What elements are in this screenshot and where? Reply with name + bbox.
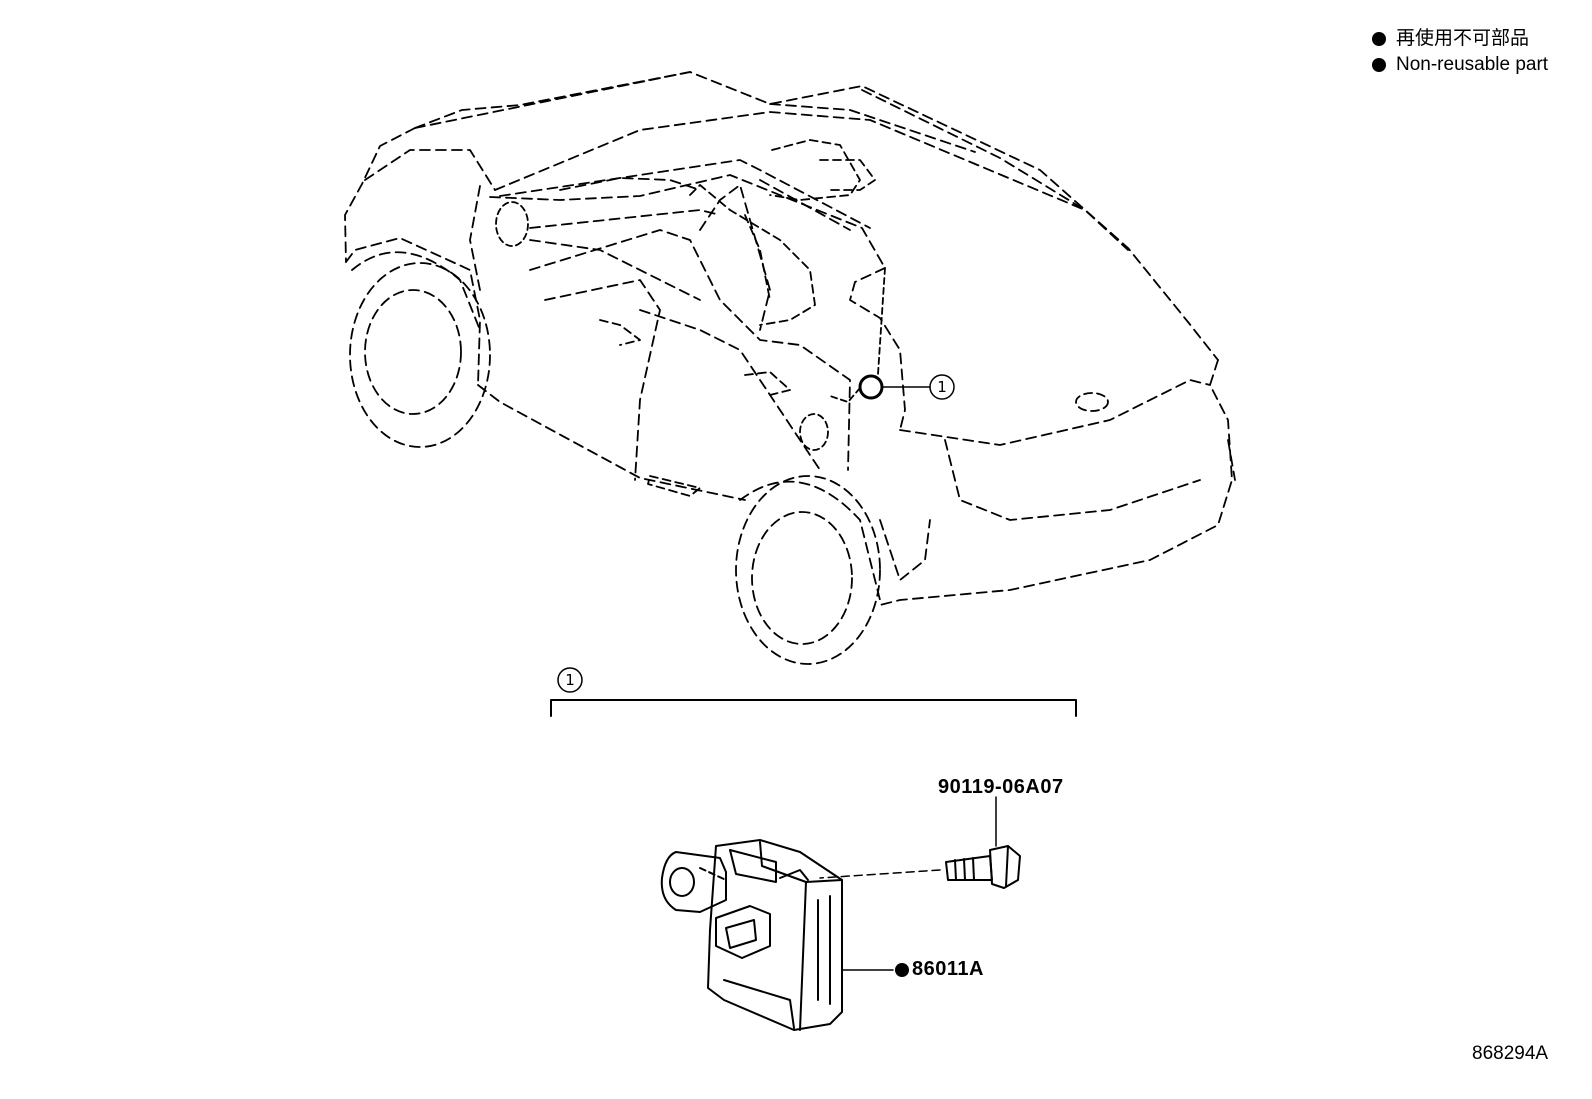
bolt-drawing: [945, 845, 1021, 889]
location-marker: [858, 374, 884, 400]
diagram-id: 868294A: [1472, 1043, 1549, 1064]
module-drawing: [660, 839, 843, 1031]
vehicle-outline: [344, 71, 1236, 665]
legend-text-japanese: 再使用不可部品: [1396, 28, 1530, 49]
filled-circle-icon: [1372, 32, 1386, 46]
legend-text-english: Non-reusable part: [1396, 54, 1549, 75]
callout-number-group: 1: [565, 671, 575, 689]
legend: 再使用不可部品 Non-reusable part: [1372, 26, 1548, 78]
non-reusable-marker: [895, 963, 909, 977]
callout-circle-location: [929, 374, 955, 400]
group-bracket: [550, 699, 1077, 717]
legend-row-english: Non-reusable part: [1372, 52, 1548, 78]
callout-number-location: 1: [937, 378, 947, 396]
legend-row-japanese: 再使用不可部品: [1372, 26, 1548, 52]
callout-circle-group: [557, 667, 583, 693]
module-part-number: 86011A: [912, 958, 984, 980]
bolt-part-number: 90119-06A07: [938, 776, 1064, 798]
filled-circle-icon: [1372, 58, 1386, 72]
